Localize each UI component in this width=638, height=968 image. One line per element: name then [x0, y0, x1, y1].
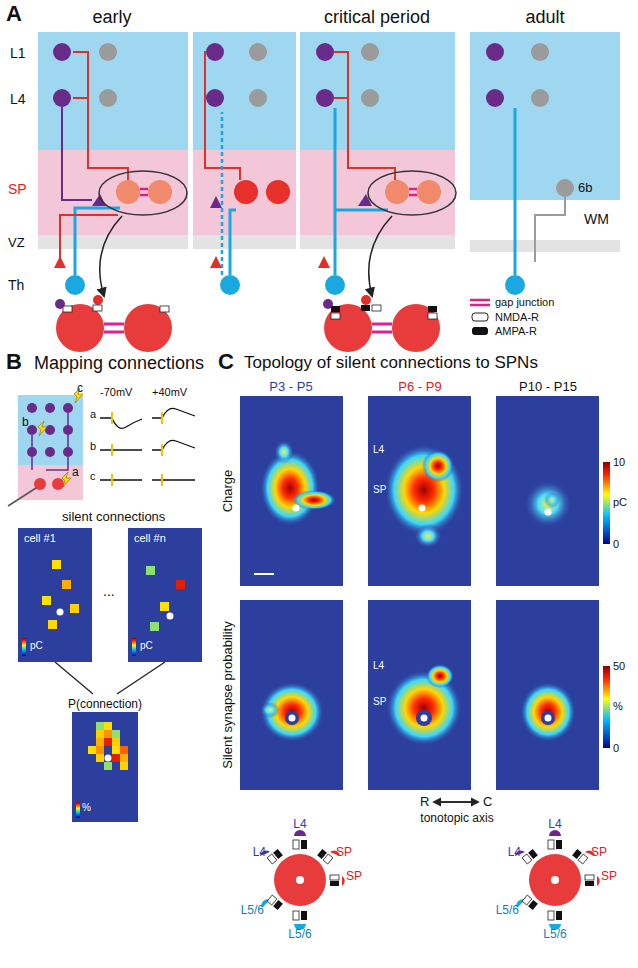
label: L5/6: [496, 904, 519, 917]
connector-line: [55, 662, 93, 694]
label: SP: [591, 846, 607, 859]
label: SP: [346, 870, 362, 883]
label: B: [6, 350, 22, 374]
map-panel: cell #n pC: [128, 528, 202, 662]
panel-text: %: [82, 802, 91, 813]
panel-text: L4: [371, 444, 386, 455]
label: adult: [525, 8, 564, 28]
label: 0: [613, 538, 619, 550]
label: Topology of silent connections to SPNs: [244, 354, 538, 373]
label: pC: [613, 496, 627, 508]
map-panel: P(connection)%: [62, 694, 148, 822]
label: L5/6: [241, 904, 264, 917]
label: silent connections: [62, 510, 165, 524]
map-panel: cell #1 pC: [18, 528, 92, 662]
label: ...: [103, 584, 115, 599]
label: critical period: [324, 8, 430, 28]
label: -70mV: [100, 386, 132, 398]
label: b: [22, 416, 29, 429]
label: c: [90, 470, 96, 482]
legend-text: AMPA-R: [495, 325, 537, 337]
label: L4: [548, 818, 561, 831]
label: VZ: [8, 236, 25, 250]
label: C: [218, 350, 234, 374]
label: a: [90, 408, 96, 420]
panel-text: cell #1: [24, 532, 56, 544]
label: C: [483, 795, 492, 809]
label: SP: [601, 870, 617, 883]
label: early: [92, 8, 131, 28]
label: L4: [293, 818, 306, 831]
label: Charge: [221, 470, 235, 513]
label: 50: [613, 660, 625, 672]
label: 10: [613, 456, 625, 468]
label: L4: [253, 846, 266, 859]
legend-text: gap junction: [495, 296, 554, 308]
label: 0: [613, 742, 619, 754]
label: L1: [10, 46, 26, 61]
panel-text: cell #n: [134, 532, 166, 544]
label: Silent synapse probability: [221, 621, 235, 768]
panel-text: P(connection): [68, 698, 142, 711]
label: tonotopic axis: [420, 812, 493, 825]
panel-text: pC: [30, 640, 43, 651]
panel-text: pC: [140, 640, 153, 651]
label: L4: [10, 92, 26, 107]
label: WM: [584, 212, 609, 227]
label: L5/6: [543, 928, 566, 941]
label: b: [90, 440, 96, 452]
label: R: [420, 795, 429, 809]
panel-text: SP: [371, 696, 388, 707]
label: a: [72, 466, 79, 479]
label: L4: [508, 846, 521, 859]
label: P6 - P9: [398, 380, 441, 394]
label: L5/6: [288, 928, 311, 941]
label: 6b: [578, 181, 592, 195]
legend-text: NMDA-R: [495, 311, 539, 323]
label: P10 - P15: [519, 380, 577, 394]
label: SP: [336, 846, 352, 859]
label: %: [613, 700, 623, 712]
connector-line: [117, 662, 165, 694]
map-panel: L4SP: [368, 600, 471, 790]
panel-text: L4: [371, 660, 386, 671]
label: c: [77, 382, 83, 395]
label: P3 - P5: [269, 380, 312, 394]
label: A: [6, 2, 22, 26]
panel-text: SP: [371, 484, 388, 495]
map-panel: L4SP: [368, 396, 471, 586]
label: +40mV: [152, 386, 187, 398]
label: Mapping connections: [34, 354, 204, 374]
label: Th: [8, 278, 24, 293]
label: SP: [8, 182, 27, 197]
